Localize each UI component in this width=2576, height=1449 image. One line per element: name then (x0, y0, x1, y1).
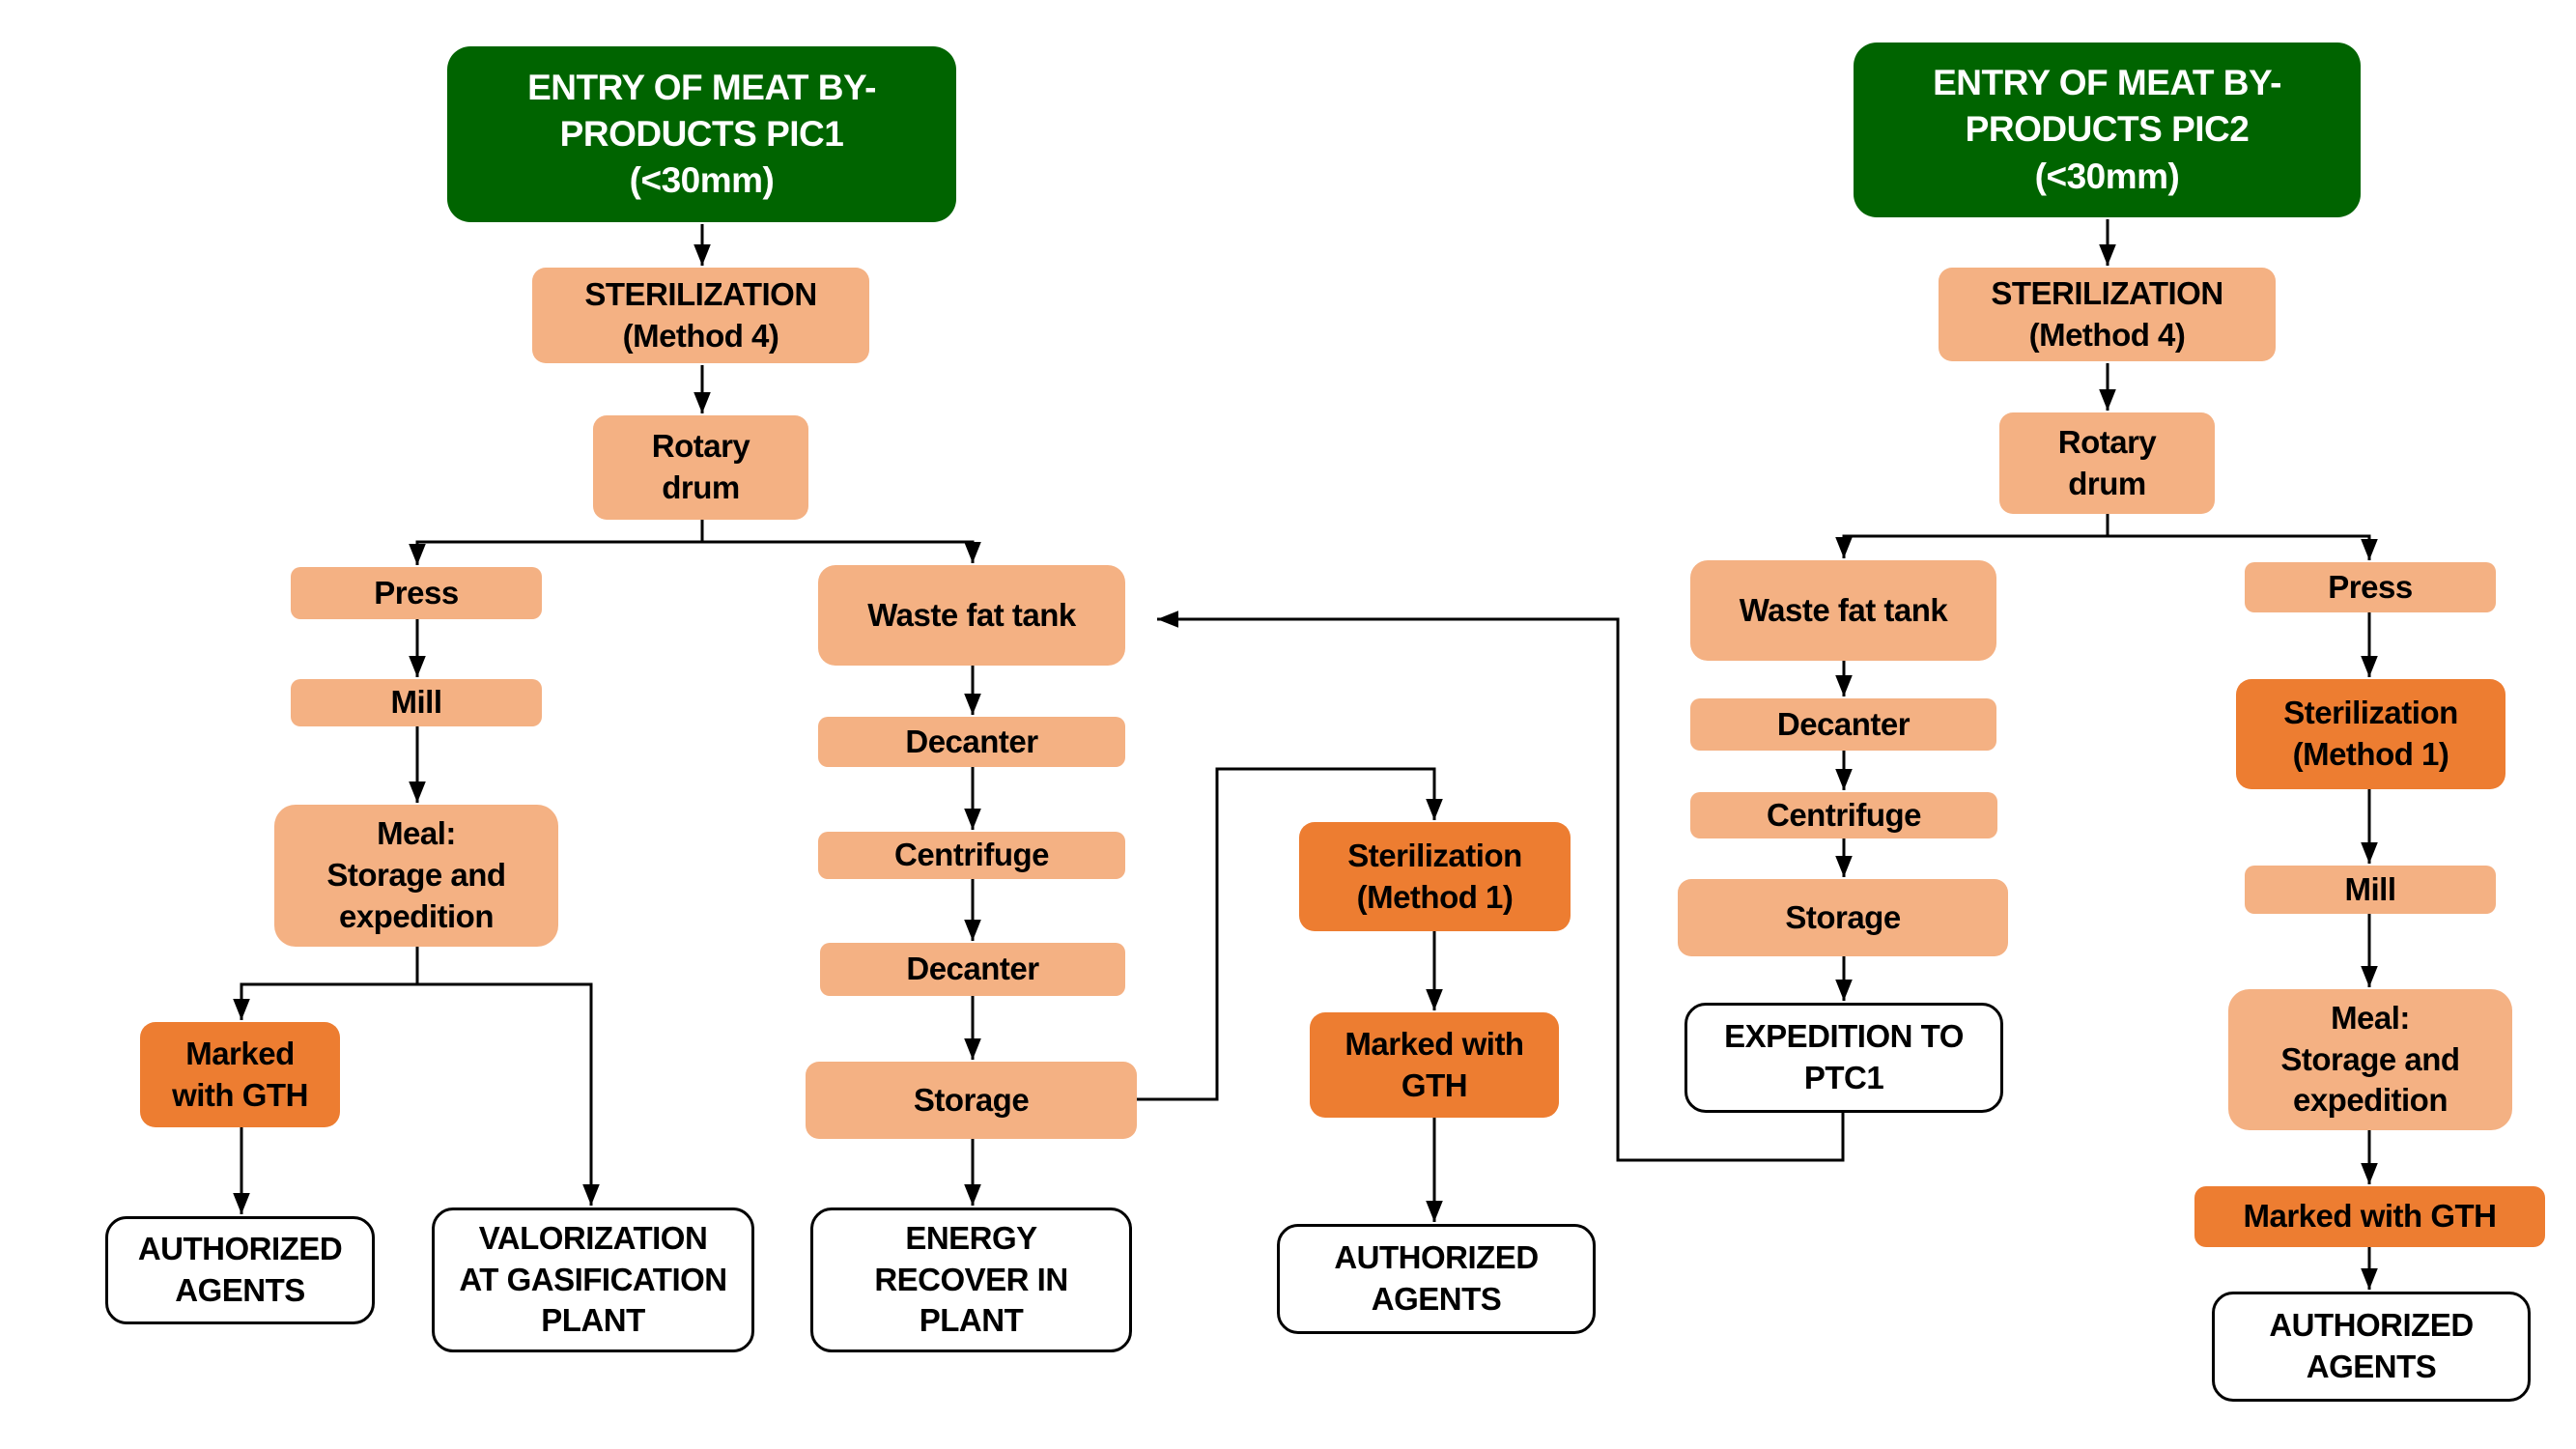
expedition-to-ptc1: EXPEDITION TO PTC1 (1684, 1003, 2003, 1113)
entry-pic1: ENTRY OF MEAT BY- PRODUCTS PIC1 (<30mm) (447, 46, 956, 222)
rotary-drum-left: Rotary drum (593, 415, 808, 520)
meal-storage-left: Meal: Storage and expedition (274, 805, 558, 947)
sterilization-method1-right: Sterilization (Method 1) (2236, 679, 2505, 789)
decanter-left-2: Decanter (820, 943, 1125, 996)
marked-gth-right: Marked with GTH (2194, 1186, 2545, 1247)
energy-recover-plant: ENERGY RECOVER IN PLANT (810, 1208, 1132, 1352)
sterilization-method1-mid: Sterilization (Method 1) (1299, 822, 1571, 931)
decanter-left-1: Decanter (818, 717, 1125, 767)
authorized-agents-left: AUTHORIZED AGENTS (105, 1216, 375, 1324)
connector-storage-to-sterilization (1137, 767, 1443, 1101)
storage-right: Storage (1678, 879, 2008, 956)
marked-gth-left: Marked with GTH (140, 1022, 340, 1127)
centrifuge-right: Centrifuge (1690, 792, 1997, 838)
connector-rotary-split-right (702, 540, 981, 563)
mill-right: Mill (2245, 866, 2496, 914)
connector-rotary-split-r2 (2108, 534, 2378, 560)
marked-gth-mid: Marked with GTH (1310, 1012, 1559, 1118)
press-right: Press (2245, 562, 2496, 612)
sterilization-method4-right: STERILIZATION (Method 4) (1939, 268, 2276, 361)
entry-pic2: ENTRY OF MEAT BY- PRODUCTS PIC2 (<30mm) (1854, 43, 2361, 217)
press-left: Press (291, 567, 542, 619)
waste-fat-tank-left: Waste fat tank (818, 565, 1125, 666)
connector-expedition-to-wastefat (1157, 611, 1845, 1162)
connector-meal-split (233, 947, 419, 1020)
authorized-agents-mid: AUTHORIZED AGENTS (1277, 1224, 1596, 1334)
storage-left: Storage (806, 1062, 1137, 1139)
authorized-agents-right: AUTHORIZED AGENTS (2212, 1292, 2531, 1402)
connector-rotary-split-r (1835, 514, 2109, 558)
sterilization-method4-left: STERILIZATION (Method 4) (532, 268, 869, 363)
meal-storage-right: Meal: Storage and expedition (2228, 989, 2512, 1130)
mill-left: Mill (291, 679, 542, 726)
decanter-right: Decanter (1690, 698, 1996, 751)
connector-rotary-split (409, 520, 704, 565)
waste-fat-tank-right: Waste fat tank (1690, 560, 1996, 661)
centrifuge-left: Centrifuge (818, 832, 1125, 879)
rotary-drum-right: Rotary drum (1999, 412, 2215, 514)
valorization-gasification: VALORIZATION AT GASIFICATION PLANT (432, 1208, 754, 1352)
connector-meal-to-valorization (417, 982, 600, 1206)
